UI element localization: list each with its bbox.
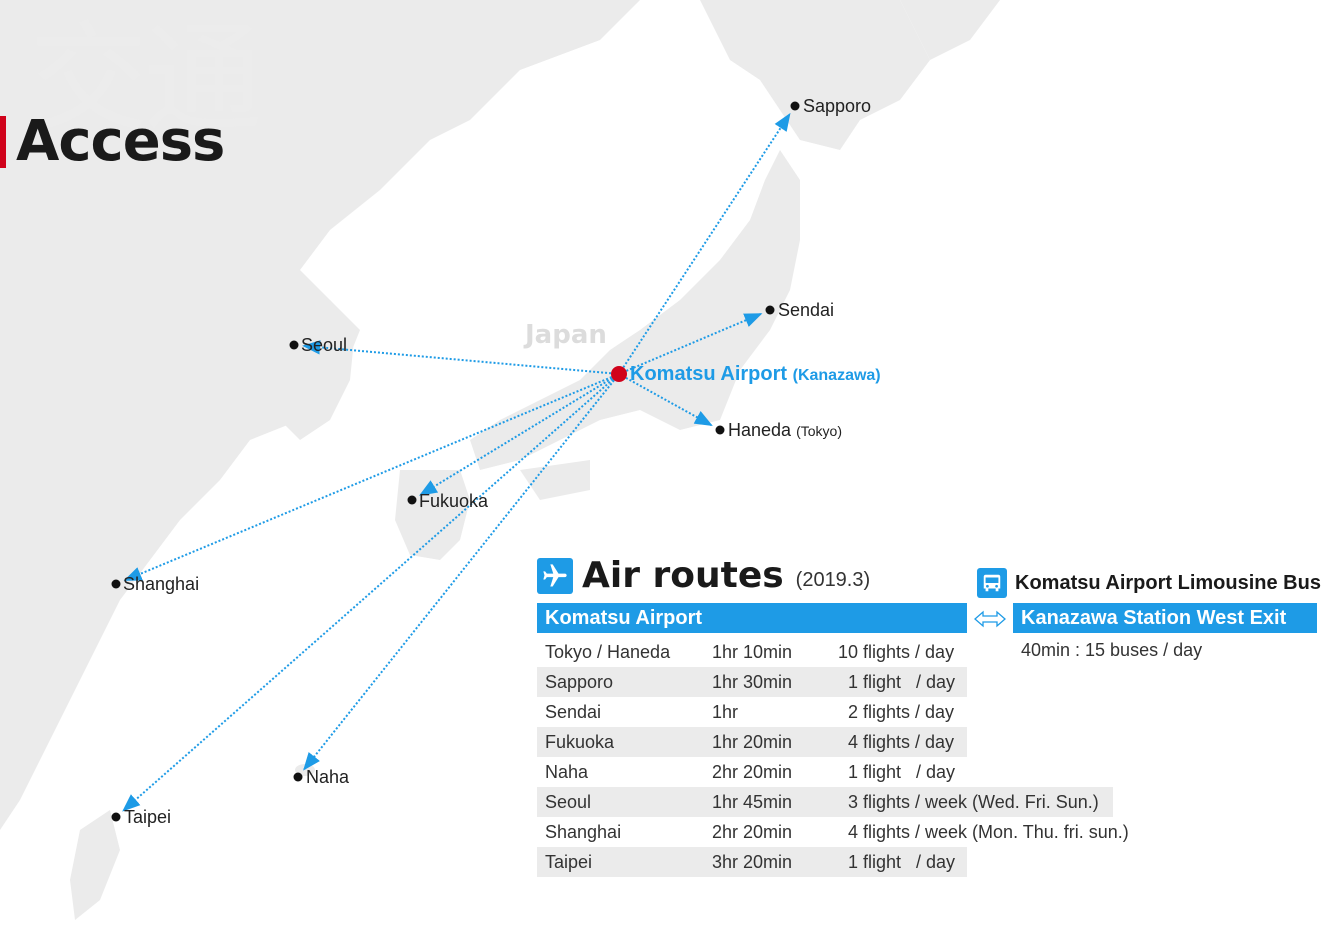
mainland-asia — [0, 0, 640, 830]
route-line-fukuoka — [419, 373, 620, 496]
city-dot-shanghai — [111, 579, 121, 589]
city-label-naha: Naha — [306, 767, 350, 787]
city-label-sapporo: Sapporo — [803, 96, 872, 116]
city-label-haneda: Haneda (Tokyo) — [728, 420, 842, 440]
section-header: Access — [0, 109, 225, 174]
bidirectional-arrow-icon — [974, 610, 1006, 628]
city-label-fukuoka: Fukuoka — [419, 491, 489, 511]
city-dot-sendai — [765, 305, 775, 315]
shikoku — [520, 460, 590, 500]
city-dots — [111, 101, 800, 822]
kanji-watermark: 交通 — [30, 10, 262, 148]
city-label-sendai: Sendai — [778, 300, 835, 320]
air-routes-title: Air routes — [582, 555, 784, 596]
city-label-taipei: Taipei — [124, 807, 172, 827]
hub-name: Komatsu Airport — [630, 363, 788, 385]
route-line-naha — [303, 373, 620, 771]
route-line-seoul — [302, 340, 620, 375]
kyushu — [395, 470, 470, 560]
route-line-shanghai — [123, 373, 620, 582]
land-masses — [0, 0, 1000, 920]
airplane-icon — [537, 558, 573, 594]
air-routes-date: (2019.3) — [795, 569, 871, 591]
origin-header: Komatsu Airport — [537, 603, 967, 633]
sakhalin — [900, 0, 1000, 60]
bus-destination: Kanazawa Station West Exit — [1013, 603, 1317, 633]
hokkaido — [700, 0, 930, 150]
city-label-shanghai: Shanghai — [123, 574, 200, 594]
honshu — [470, 150, 800, 470]
page-title: Access — [16, 109, 225, 174]
korea — [270, 290, 355, 440]
air-routes-heading: Air routes (2019.3) — [537, 558, 870, 594]
komatsu-airport-marker — [611, 366, 627, 382]
city-dot-naha — [293, 772, 303, 782]
air-route-lines — [122, 112, 791, 812]
bus-icon — [977, 568, 1007, 598]
city-dot-fukuoka — [407, 495, 417, 505]
city-dot-sapporo — [790, 101, 800, 111]
taiwan — [70, 810, 120, 920]
route-line-sendai — [618, 312, 763, 375]
city-dot-taipei — [111, 812, 121, 822]
city-dot-haneda — [715, 425, 725, 435]
bus-title: Komatsu Airport Limousine Bus — [1015, 571, 1321, 594]
route-line-haneda — [618, 373, 713, 427]
city-label-seoul: Seoul — [301, 335, 348, 355]
hub-sub: (Kanazawa) — [792, 367, 881, 384]
bus-heading: Komatsu Airport Limousine Bus — [977, 568, 1321, 598]
city-dot-seoul — [289, 340, 299, 350]
title-accent-bar — [0, 116, 6, 168]
bus-schedule: 40min : 15 buses / day — [1021, 640, 1203, 660]
country-label-japan: Japan — [525, 320, 607, 350]
hub-label: Komatsu Airport (Kanazawa) — [630, 364, 881, 384]
